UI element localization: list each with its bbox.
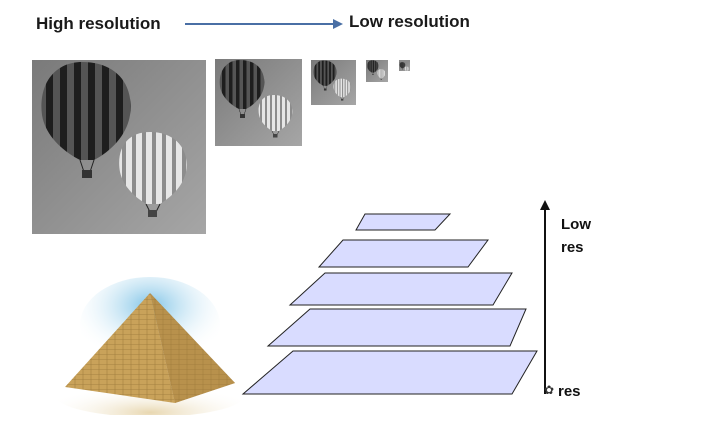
balloon-image-level-1 <box>215 59 302 146</box>
layer-4 <box>266 308 527 347</box>
layer-2 <box>317 239 489 268</box>
watermark-icon: ✿ <box>544 383 555 397</box>
balloon-photo-icon <box>32 60 206 234</box>
low-res-line2: res <box>561 239 584 256</box>
balloon-photo-icon <box>311 60 356 105</box>
layer-5 <box>241 350 538 395</box>
balloon-image-level-4 <box>399 60 410 71</box>
resolution-axis-arrow-icon <box>540 200 550 394</box>
balloon-photo-icon <box>399 62 410 71</box>
low-res-line1: Low <box>561 216 591 233</box>
balloon-image-level-3 <box>366 60 388 82</box>
pyramid-illustration <box>55 277 245 415</box>
high-resolution-label: High resolution <box>36 14 161 33</box>
layer-1 <box>355 213 452 231</box>
high-res-label: res <box>558 383 581 400</box>
layer-3 <box>288 272 513 306</box>
pyramid-layers <box>241 213 538 395</box>
balloon-image-level-2 <box>311 60 356 105</box>
resolution-arrow-icon <box>185 19 343 29</box>
low-res-label: Low res <box>561 213 591 259</box>
low-resolution-label: Low resolution <box>349 12 470 31</box>
balloon-photo-icon <box>366 60 388 82</box>
balloon-image-level-0 <box>32 60 206 234</box>
balloon-photo-icon <box>215 59 302 146</box>
